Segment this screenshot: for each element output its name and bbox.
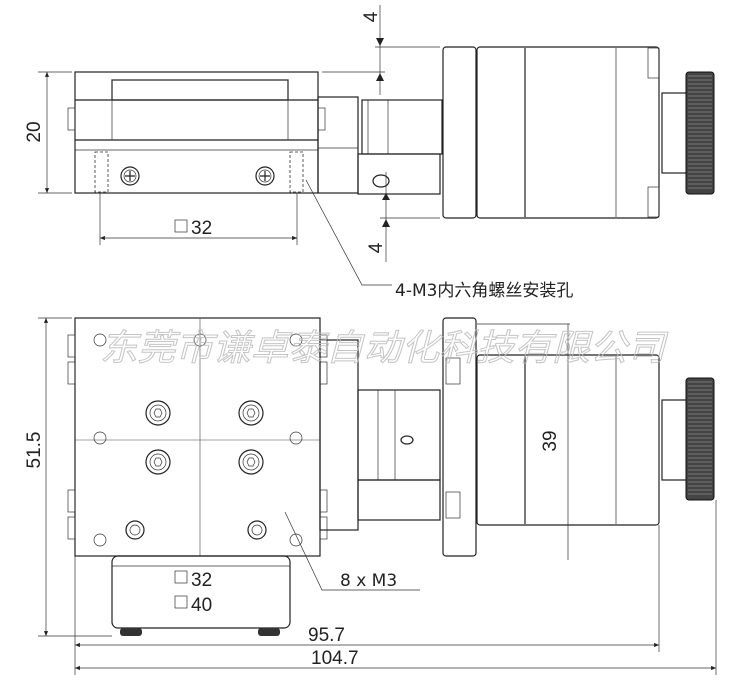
watermark: 东莞市谦卓泰自动化科技有限公司 <box>100 328 668 369</box>
callout-mount-holes: 4-M3内六角螺丝安装孔 <box>305 179 573 301</box>
dim-39-label: 39 <box>540 430 561 451</box>
dim-95-7-label: 95.7 <box>308 625 345 646</box>
callout-mount-holes-label: 4-M3内六角螺丝安装孔 <box>395 281 573 301</box>
callout-holes: 8 x M3 <box>284 511 420 591</box>
hex-screws <box>125 400 267 540</box>
knob-icon <box>685 71 715 195</box>
dim-40-label: 40 <box>191 595 212 616</box>
dimension-squares-front: 32 40 <box>174 570 212 616</box>
dim-32-label: 32 <box>191 218 212 239</box>
dimension-height-front: 51.5 <box>24 317 112 637</box>
dim-104-7-label: 104.7 <box>311 648 359 669</box>
screw-icon <box>255 166 275 186</box>
dim-4-bottom-label: 4 <box>366 242 387 253</box>
dim-20-label: 20 <box>24 121 45 142</box>
coupling-top <box>317 96 443 195</box>
front-view: 39 51.5 32 40 8 x M3 95.7 <box>24 317 717 675</box>
top-view: 20 32 4 4 4-M3内六角螺丝安装孔 <box>24 5 715 301</box>
base-plate <box>111 555 291 636</box>
dimension-lengths: 95.7 104.7 <box>74 500 717 675</box>
motor-front: 39 <box>442 317 715 560</box>
screw-icon <box>120 166 140 186</box>
dim-32-front-label: 32 <box>191 570 212 591</box>
dimension-height-top: 20 <box>24 71 72 194</box>
callout-holes-label: 8 x M3 <box>340 571 397 591</box>
coupling-front <box>319 339 441 531</box>
dimension-square-32-top: 32 <box>99 193 298 245</box>
motor-top <box>442 46 715 219</box>
dim-51-5-label: 51.5 <box>24 432 45 469</box>
dimension-offset-4: 4 4 <box>322 5 440 262</box>
dim-4-top-label: 4 <box>361 11 382 22</box>
knob-icon <box>685 377 715 501</box>
stage-body-top <box>67 71 326 194</box>
